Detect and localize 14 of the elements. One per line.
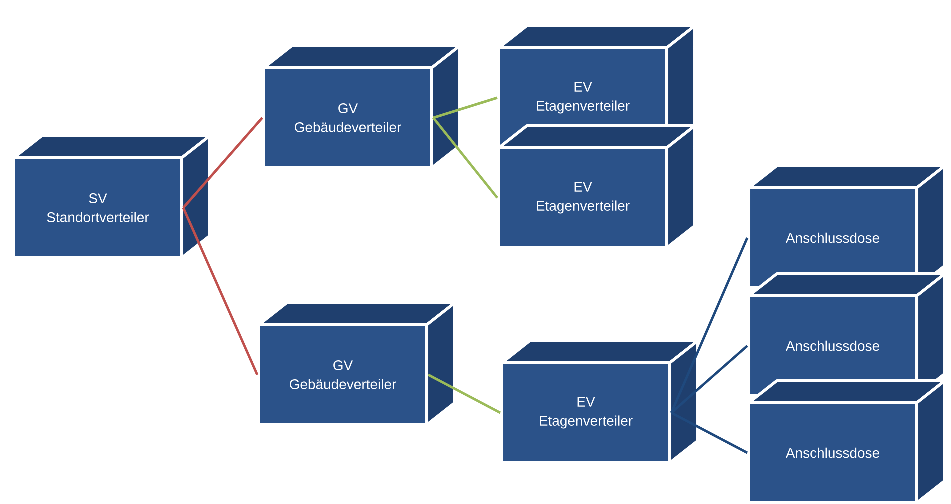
cuboid-box: EV Etagenverteiler — [498, 124, 696, 250]
connector-line — [670, 345, 748, 414]
connector-line — [433, 96, 498, 120]
cuboid-box: EV Etagenverteiler — [500, 340, 700, 464]
connector-line — [428, 374, 502, 414]
connector-line — [432, 117, 498, 199]
connector-line — [182, 208, 259, 376]
cuboid-box: SV Standortverteiler — [12, 134, 212, 260]
cuboid-box: Anschlussdose — [748, 380, 946, 504]
connector-line — [670, 412, 748, 454]
connector-line — [182, 117, 264, 209]
connector-line — [670, 238, 749, 414]
cuboid-box: GV Gebäudeverteiler — [258, 302, 456, 426]
cuboid-box: GV Gebäudeverteiler — [262, 44, 462, 170]
